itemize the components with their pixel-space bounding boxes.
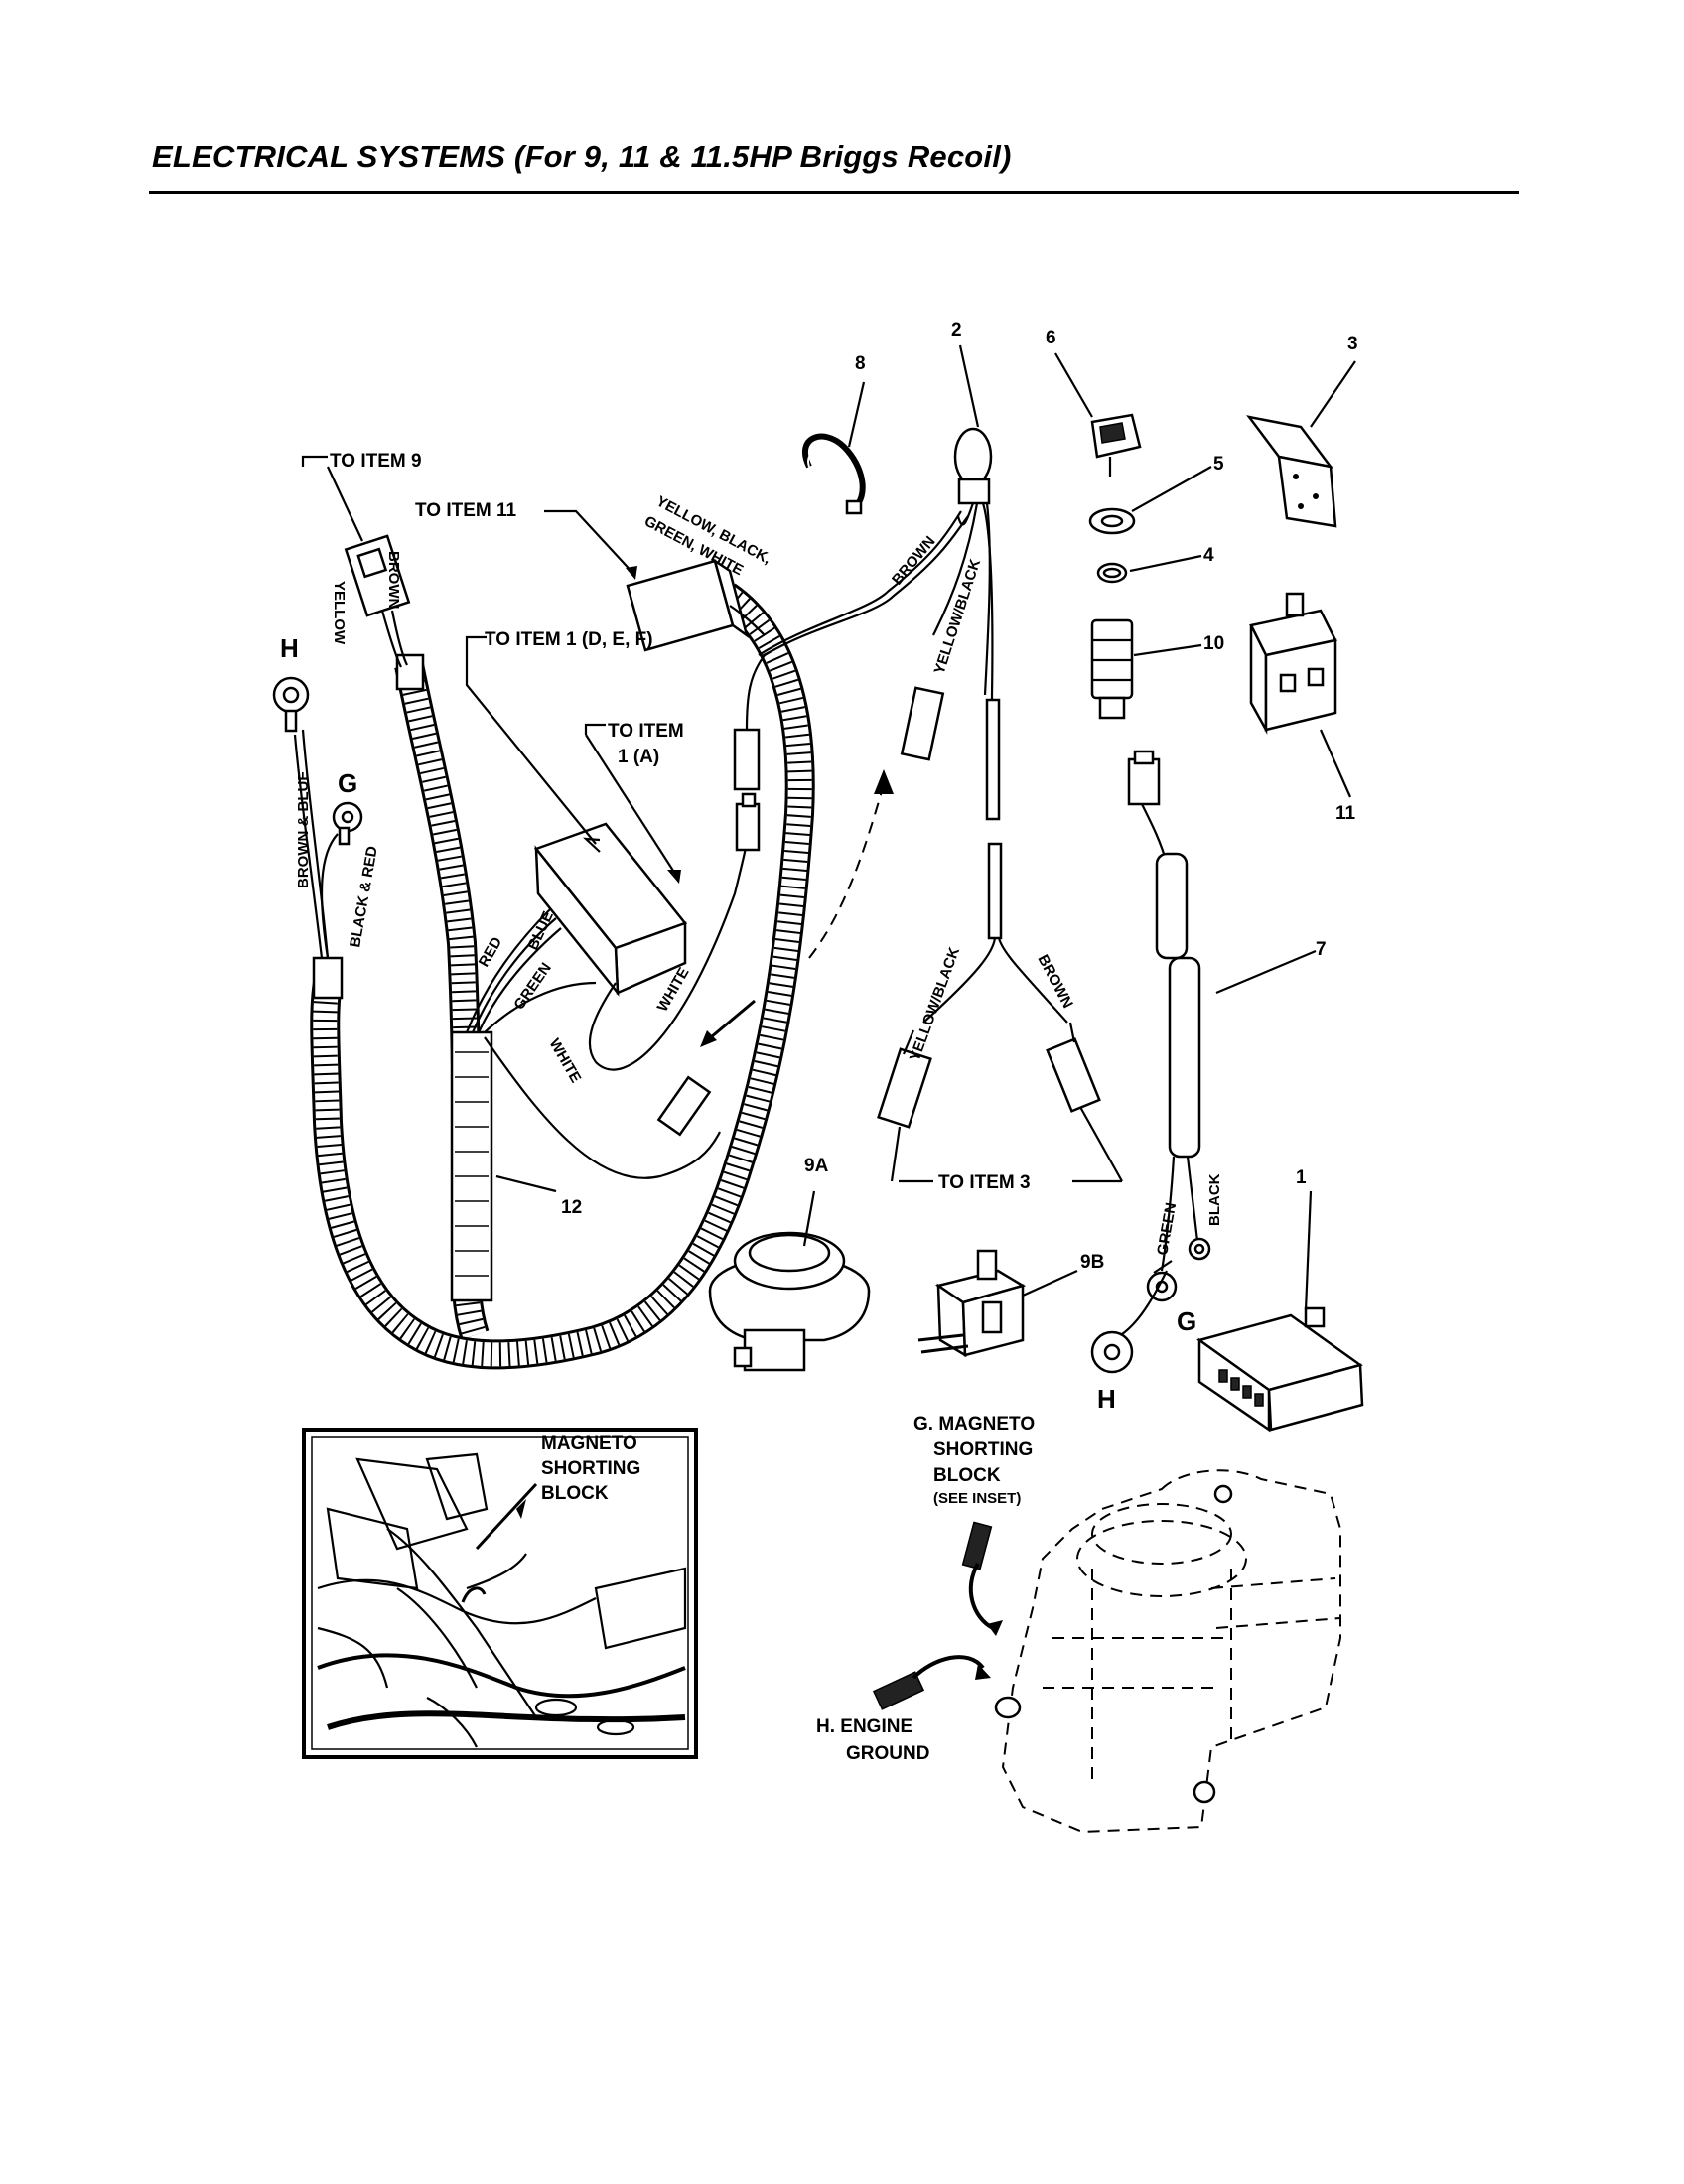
- wire-label-black-7: BLACK: [1206, 1173, 1223, 1226]
- callout-h-harness: H: [280, 633, 299, 663]
- item-7-ground-lead: [1090, 750, 1211, 1374]
- label-h-ground-l1: H. ENGINE: [816, 1716, 912, 1737]
- item-3-bracket: [1246, 415, 1337, 528]
- callout-h-lead: H: [1097, 1384, 1116, 1414]
- label-h-ground-l2: GROUND: [846, 1743, 929, 1764]
- label-g-magneto-l4: (SEE INSET): [933, 1490, 1021, 1507]
- wire-label-white-2: WHITE: [546, 1036, 585, 1086]
- label-g-magneto-l2: SHORTING: [933, 1439, 1033, 1460]
- callout-12: 12: [561, 1197, 582, 1218]
- callout-4: 4: [1203, 545, 1214, 566]
- wire-label-brown-blue: BROWN & BLUE: [295, 771, 312, 888]
- item-1-connector: [1196, 1306, 1364, 1433]
- label-inset-l2: SHORTING: [541, 1458, 640, 1479]
- callout-5: 5: [1213, 454, 1224, 475]
- wiring-harness: [272, 510, 969, 1370]
- callout-9a: 9A: [804, 1156, 829, 1176]
- wire-label-green-7: GREEN: [1154, 1201, 1180, 1256]
- item-9a-switch: [708, 1231, 871, 1372]
- callout-8: 8: [855, 353, 866, 374]
- callout-9b: 9B: [1080, 1252, 1104, 1273]
- label-g-magneto-l1: G. MAGNETO: [913, 1414, 1035, 1434]
- label-to-item-9: TO ITEM 9: [330, 451, 422, 472]
- callout-11: 11: [1335, 803, 1356, 824]
- callout-2: 2: [951, 320, 962, 341]
- leader-lines: [301, 344, 1356, 1311]
- item-11-relay: [1249, 592, 1337, 735]
- label-to-item-3: TO ITEM 3: [938, 1172, 1031, 1193]
- item-8-tie-strap: [801, 433, 866, 515]
- wire-label-brown-2: BROWN: [1034, 952, 1075, 1011]
- label-g-magneto-l3: BLOCK: [933, 1465, 1001, 1486]
- wire-label-yellow: YELLOW: [331, 581, 348, 645]
- title-rule: [149, 191, 1519, 194]
- label-to-item-1a-l2: 1 (A): [618, 747, 659, 767]
- callout-10: 10: [1203, 633, 1224, 654]
- wire-label-red: RED: [476, 934, 506, 970]
- wire-label-yellow-black-2: YELLOW/BLACK: [907, 945, 963, 1064]
- callout-1: 1: [1296, 1167, 1307, 1188]
- wire-label-yellow-black: YELLOW/BLACK: [931, 557, 985, 676]
- label-inset-l3: BLOCK: [541, 1483, 609, 1504]
- callout-g-harness: G: [338, 768, 357, 798]
- wire-label-green: GREEN: [510, 960, 555, 1013]
- wire-label-black-red: BLACK & RED: [347, 845, 381, 949]
- callout-7: 7: [1316, 939, 1327, 960]
- label-to-item-11: TO ITEM 11: [415, 500, 517, 521]
- callout-g-lead: G: [1177, 1306, 1196, 1336]
- dashed-arrow: [808, 783, 885, 959]
- item-2-lead: [877, 427, 1101, 1129]
- label-inset-l1: MAGNETO: [541, 1433, 637, 1454]
- callout-3: 3: [1347, 334, 1358, 354]
- wire-label-brown-top: BROWN: [385, 551, 402, 609]
- item-9b-switch: [917, 1249, 1027, 1358]
- label-to-item-1-def: TO ITEM 1 (D, E, F): [485, 629, 653, 650]
- key-switch-stack: [1088, 413, 1142, 720]
- engine-outline: [872, 1469, 1341, 1834]
- page-title: ELECTRICAL SYSTEMS (For 9, 11 & 11.5HP B…: [152, 139, 1012, 174]
- label-to-item-1a-l1: TO ITEM: [608, 721, 684, 742]
- callout-6: 6: [1046, 328, 1056, 348]
- inset-photo: [302, 1428, 698, 1759]
